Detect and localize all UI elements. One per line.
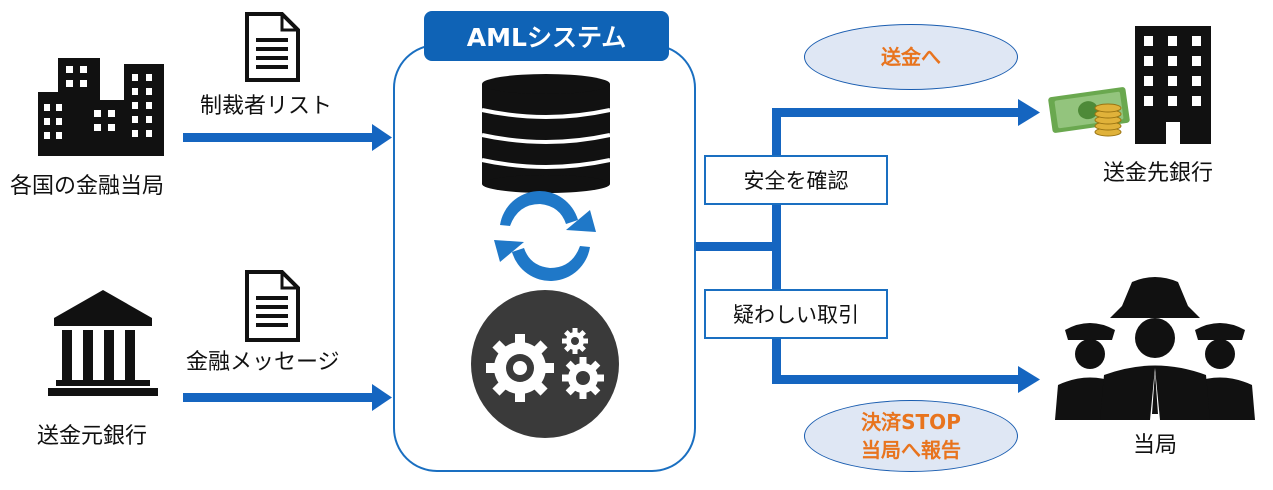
sanctions-list-label: 制裁者リスト	[200, 94, 333, 119]
arrow-sanctions-to-system	[183, 124, 392, 151]
stop-bubble-line2: 当局へ報告	[861, 438, 961, 462]
suspicious-transaction-box: 疑わしい取引	[704, 289, 888, 339]
receiving-bank-label: 送金先銀行	[1103, 161, 1214, 186]
document-icon	[245, 12, 300, 82]
safe-confirmed-box: 安全を確認	[704, 155, 888, 205]
detectives-icon	[1055, 277, 1255, 420]
sending-bank-label: 送金元銀行	[37, 424, 148, 449]
database-icon	[481, 74, 611, 193]
arrow-message-to-system	[183, 384, 392, 411]
gears-icon	[471, 290, 619, 438]
transfer-bubble-text: 送金へ	[881, 45, 941, 69]
money-icon	[1048, 87, 1130, 137]
document-icon	[245, 270, 300, 342]
transfer-bubble: 送金へ	[804, 24, 1018, 90]
government-buildings-icon	[38, 58, 164, 156]
office-building-icon	[1135, 26, 1211, 144]
bank-icon	[48, 290, 158, 396]
authority-label: 当局	[1133, 433, 1178, 458]
financial-authorities-label: 各国の金融当局	[10, 174, 165, 199]
stop-bubble-line1: 決済STOP	[861, 410, 961, 434]
stop-report-bubble: 決済STOP 当局へ報告	[804, 400, 1018, 472]
sync-arrows-icon	[494, 191, 596, 281]
output-branch-lines	[696, 99, 1040, 393]
financial-message-label: 金融メッセージ	[186, 350, 340, 375]
aml-system-title: AMLシステム	[424, 11, 669, 61]
